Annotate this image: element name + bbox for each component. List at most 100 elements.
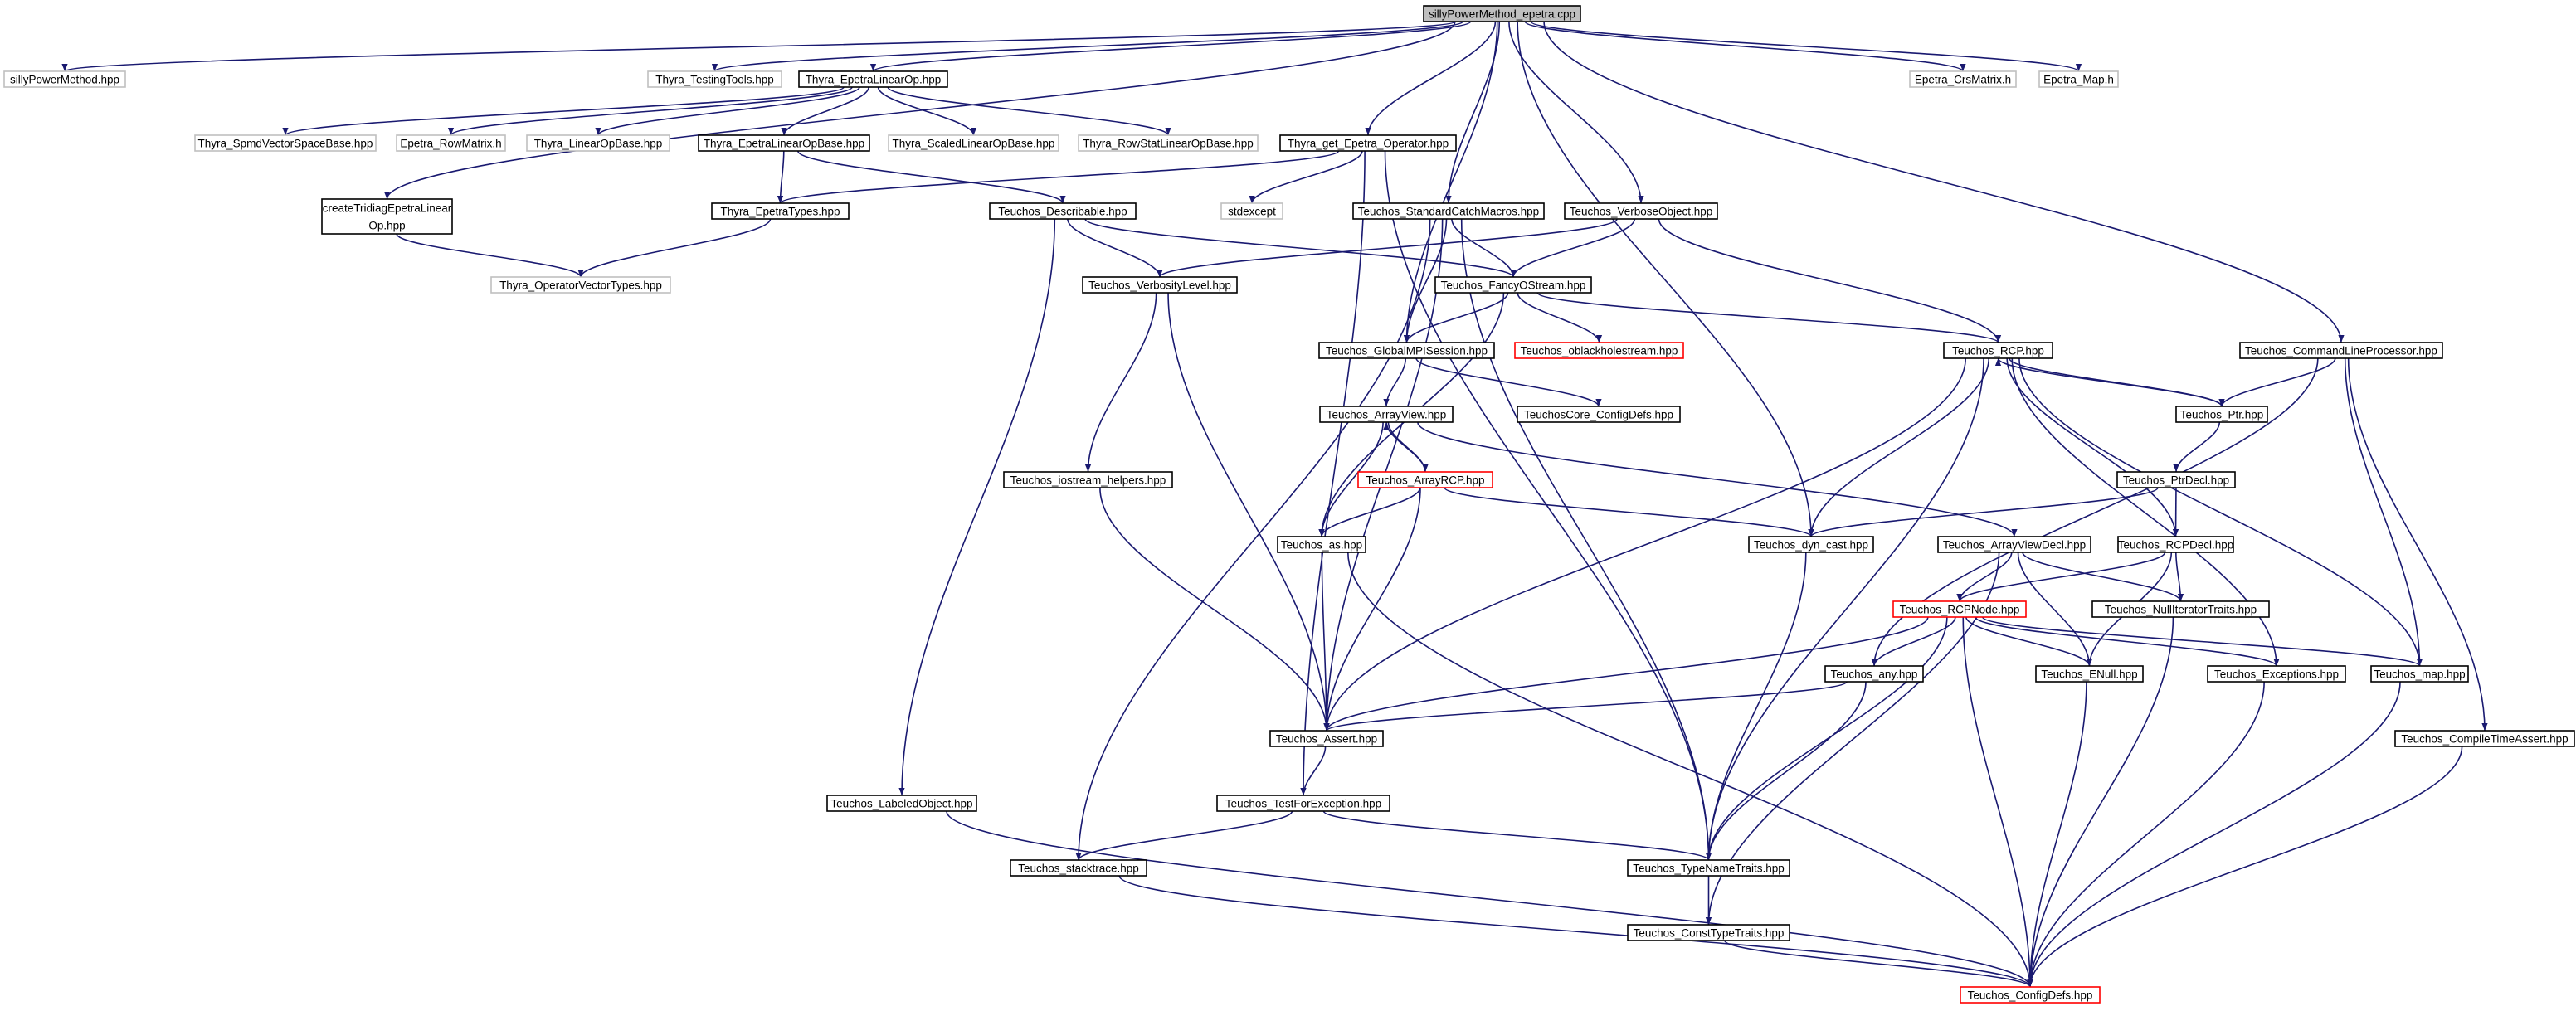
- node-label: Teuchos_NullIteratorTraits.hpp: [2105, 604, 2257, 616]
- node-thyra_scaled[interactable]: Thyra_ScaledLinearOpBase.hpp: [888, 134, 1059, 152]
- node-box: [396, 134, 506, 152]
- node-box: [1269, 730, 1384, 747]
- node-label: Teuchos_ArrayRCP.hpp: [1366, 474, 1484, 487]
- edge-teuchos_rcp-to-teuchos_map: [2018, 357, 2423, 667]
- node-teuchos_stdcatch[interactable]: Teuchos_StandardCatchMacros.hpp: [1352, 202, 1545, 220]
- node-epetra_crsmatrix[interactable]: Epetra_CrsMatrix.h: [1909, 70, 2017, 88]
- node-label: Teuchos_RCPNode.hpp: [1900, 604, 2020, 616]
- node-teuchos_verboseobject[interactable]: Teuchos_VerboseObject.hpp: [1564, 202, 1718, 220]
- node-teuchos_fancyostream[interactable]: Teuchos_FancyOStream.hpp: [1434, 276, 1592, 294]
- node-box: [1078, 134, 1259, 152]
- node-label: Teuchos_PtrDecl.hpp: [2123, 474, 2229, 487]
- node-teuchos_verbositylevel[interactable]: Teuchos_VerbosityLevel.hpp: [1082, 276, 1238, 294]
- edge-teuchos_globalmpi-to-teuchos_arrayview: [1383, 357, 1407, 407]
- node-label: Teuchos_dyn_cast.hpp: [1754, 539, 1868, 552]
- node-teuchos_oblackhole[interactable]: Teuchos_oblackholestream.hpp: [1514, 342, 1684, 359]
- edge-teuchos_arrayrcp-to-teuchos_assert: [1323, 487, 1421, 732]
- node-teuchos_arrayrcp[interactable]: Teuchos_ArrayRCP.hpp: [1357, 471, 1493, 488]
- edge-teuchos_arrayviewdecl-to-teuchos_rcpnode: [1956, 552, 2013, 602]
- node-epetra_rowmatrix[interactable]: Epetra_RowMatrix.h: [396, 134, 506, 152]
- node-teuchos_consttype[interactable]: Teuchos_ConstTypeTraits.hpp: [1627, 924, 1790, 941]
- node-teuchos_rcp[interactable]: Teuchos_RCP.hpp: [1943, 342, 2053, 359]
- node-box: [2175, 406, 2268, 423]
- node-label: Thyra_get_Epetra_Operator.hpp: [1288, 138, 1449, 150]
- node-teuchos_compiletime[interactable]: Teuchos_CompileTimeAssert.hpp: [2394, 730, 2575, 747]
- edge-thyra_epetralinearop-to-thyra_spmd: [282, 86, 845, 136]
- edge-teuchos_arrayview-to-teuchos_as: [1318, 421, 1384, 537]
- edge-teuchos_consttype-to-teuchos_configdefs: [1724, 940, 2033, 988]
- edge-teuchos_compiletime-to-teuchos_configdefs: [2027, 746, 2463, 988]
- edge-create_tridiag-to-thyra_opvectortypes: [396, 233, 584, 278]
- node-label: Teuchos_ArrayViewDecl.hpp: [1943, 539, 2086, 552]
- edge-thyra_epetralinearop-to-thyra_epetralinearopbase: [781, 86, 869, 136]
- edge-teuchos_rcpnode-to-teuchos_map: [1981, 616, 2423, 667]
- node-teuchos_as[interactable]: Teuchos_as.hpp: [1277, 536, 1366, 553]
- edge-root-to-teuchos_stdcatch: [1445, 21, 1501, 204]
- node-teuchos_any[interactable]: Teuchos_any.hpp: [1824, 665, 1924, 683]
- node-thyra_epetralinearop[interactable]: Thyra_EpetraLinearOp.hpp: [798, 70, 948, 88]
- edge-teuchos_fancyostream-to-teuchos_oblackhole: [1517, 292, 1603, 343]
- node-thyra_linearopbase[interactable]: Thyra_LinearOpBase.hpp: [526, 134, 670, 152]
- node-thyra_testingtools[interactable]: Thyra_TestingTools.hpp: [647, 70, 782, 88]
- node-teuchos_rcpdecl[interactable]: Teuchos_RCPDecl.hpp: [2117, 536, 2234, 553]
- node-label: Teuchos_VerbosityLevel.hpp: [1088, 279, 1231, 292]
- node-teuchos_exceptions[interactable]: Teuchos_Exceptions.hpp: [2207, 665, 2346, 683]
- edge-teuchos_stdcatch-to-teuchos_globalmpi: [1403, 218, 1448, 343]
- node-box: [1892, 600, 2027, 618]
- node-teuchos_labeledobject[interactable]: Teuchos_LabeledObject.hpp: [826, 795, 977, 812]
- node-box: [2117, 536, 2234, 553]
- node-label: stdexcept: [1228, 206, 1276, 218]
- edge-teuchos_arrayrcp-to-teuchos_as: [1318, 487, 1421, 537]
- node-thyra_epetratypes[interactable]: Thyra_EpetraTypes.hpp: [711, 202, 850, 220]
- node-box: [2035, 665, 2144, 683]
- node-root[interactable]: sillyPowerMethod_epetra.cpp: [1423, 5, 1581, 22]
- node-label: Teuchos_Exceptions.hpp: [2214, 668, 2339, 681]
- node-thyra_get_epetra[interactable]: Thyra_get_Epetra_Operator.hpp: [1279, 134, 1457, 152]
- edge-teuchos_describable-to-teuchos_labeledobject: [898, 218, 1056, 796]
- node-box: [1434, 276, 1592, 294]
- node-box: [1517, 406, 1681, 423]
- edge-teuchos_rcp-to-teuchos_assert: [1323, 357, 1966, 732]
- node-teuchos_assert[interactable]: Teuchos_Assert.hpp: [1269, 730, 1384, 747]
- node-teuchos_enull[interactable]: Teuchos_ENull.hpp: [2035, 665, 2144, 683]
- node-teuchos_globalmpi[interactable]: Teuchos_GlobalMPISession.hpp: [1318, 342, 1495, 359]
- node-box: [1909, 70, 2017, 88]
- node-teuchos_configdefs[interactable]: Teuchos_ConfigDefs.hpp: [1960, 986, 2101, 1004]
- node-teuchoscore_config[interactable]: TeuchosCore_ConfigDefs.hpp: [1517, 406, 1681, 423]
- node-teuchos_ptrdecl[interactable]: Teuchos_PtrDecl.hpp: [2116, 471, 2236, 488]
- node-spm_hpp[interactable]: sillyPowerMethod.hpp: [3, 70, 126, 88]
- node-stdexcept[interactable]: stdexcept: [1220, 202, 1283, 220]
- node-teuchos_typename[interactable]: Teuchos_TypeNameTraits.hpp: [1627, 859, 1790, 877]
- edge-root-to-thyra_epetralinearop: [870, 21, 1472, 72]
- edge-teuchos_stacktrace-to-teuchos_configdefs: [1118, 875, 2033, 988]
- edge-thyra_get_epetra-to-teuchos_testforexc: [1300, 150, 1366, 796]
- node-teuchos_arrayview[interactable]: Teuchos_ArrayView.hpp: [1319, 406, 1454, 423]
- node-teuchos_nulliter[interactable]: Teuchos_NullIteratorTraits.hpp: [2091, 600, 2270, 618]
- node-teuchos_describable[interactable]: Teuchos_Describable.hpp: [989, 202, 1137, 220]
- node-thyra_rowstat[interactable]: Thyra_RowStatLinearOpBase.hpp: [1078, 134, 1259, 152]
- edge-teuchos_rcpnode-to-teuchos_exceptions: [1975, 616, 2280, 667]
- node-box: [1627, 859, 1790, 877]
- node-teuchos_rcpnode[interactable]: Teuchos_RCPNode.hpp: [1892, 600, 2027, 618]
- node-label: Teuchos_ConfigDefs.hpp: [1968, 989, 2093, 1002]
- node-teuchos_map[interactable]: Teuchos_map.hpp: [2370, 665, 2469, 683]
- node-teuchos_testforexc[interactable]: Teuchos_TestForException.hpp: [1216, 795, 1390, 812]
- node-teuchos_ptr[interactable]: Teuchos_Ptr.hpp: [2175, 406, 2268, 423]
- node-epetra_map[interactable]: Epetra_Map.h: [2038, 70, 2119, 88]
- node-teuchos_dyncast[interactable]: Teuchos_dyn_cast.hpp: [1748, 536, 1874, 553]
- node-teuchos_cmdline[interactable]: Teuchos_CommandLineProcessor.hpp: [2239, 342, 2443, 359]
- node-teuchos_arrayviewdecl[interactable]: Teuchos_ArrayViewDecl.hpp: [1937, 536, 2091, 553]
- node-thyra_spmd[interactable]: Thyra_SpmdVectorSpaceBase.hpp: [194, 134, 377, 152]
- node-box: [1824, 665, 1924, 683]
- node-thyra_epetralinearopbase[interactable]: Thyra_EpetraLinearOpBase.hpp: [698, 134, 870, 152]
- node-label: Teuchos_oblackholestream.hpp: [1521, 345, 1678, 357]
- node-label: Epetra_CrsMatrix.h: [1915, 74, 2011, 86]
- node-teuchos_stacktrace[interactable]: Teuchos_stacktrace.hpp: [1010, 859, 1147, 877]
- edge-teuchos_rcp-to-teuchos_rcpdecl: [2006, 357, 2179, 537]
- node-box: [1277, 536, 1366, 553]
- edge-teuchos_any-to-teuchos_assert: [1323, 681, 1848, 732]
- node-teuchos_iostream[interactable]: Teuchos_iostream_helpers.hpp: [1003, 471, 1173, 488]
- node-thyra_opvectortypes[interactable]: Thyra_OperatorVectorTypes.hpp: [490, 276, 671, 294]
